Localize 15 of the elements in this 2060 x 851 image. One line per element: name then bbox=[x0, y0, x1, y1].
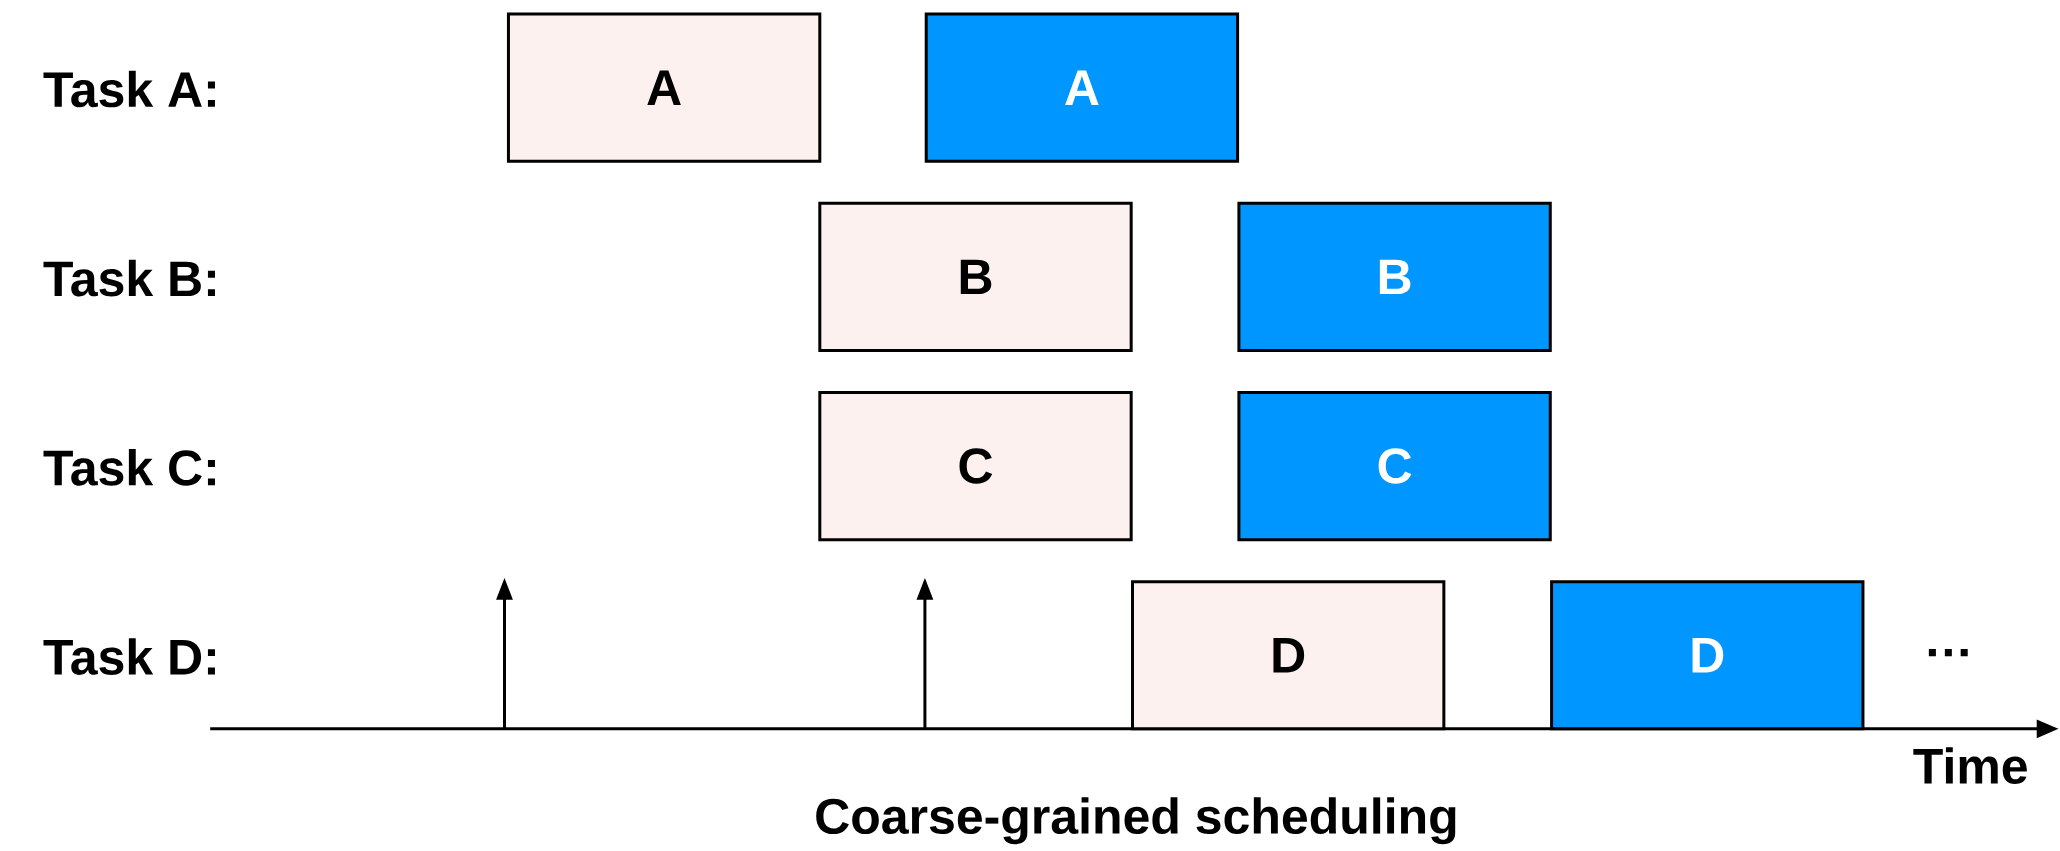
row-label: Task D: bbox=[43, 638, 215, 675]
row-label: Task A: bbox=[43, 70, 215, 108]
task-box: D bbox=[1550, 580, 1865, 731]
ellipsis: … bbox=[1928, 648, 1968, 657]
task-box: C bbox=[1237, 391, 1552, 542]
axis-label: Time bbox=[1913, 747, 2027, 784]
row-label: Task B: bbox=[43, 259, 215, 297]
task-box: B bbox=[1237, 201, 1552, 352]
task-box: A bbox=[506, 12, 822, 163]
row-label: Task C: bbox=[43, 449, 215, 486]
task-box: A bbox=[924, 12, 1240, 163]
task-box: B bbox=[818, 201, 1133, 352]
task-box: C bbox=[818, 391, 1133, 542]
task-box: D bbox=[1131, 580, 1446, 731]
caption: Coarse-grained scheduling bbox=[816, 797, 1456, 845]
